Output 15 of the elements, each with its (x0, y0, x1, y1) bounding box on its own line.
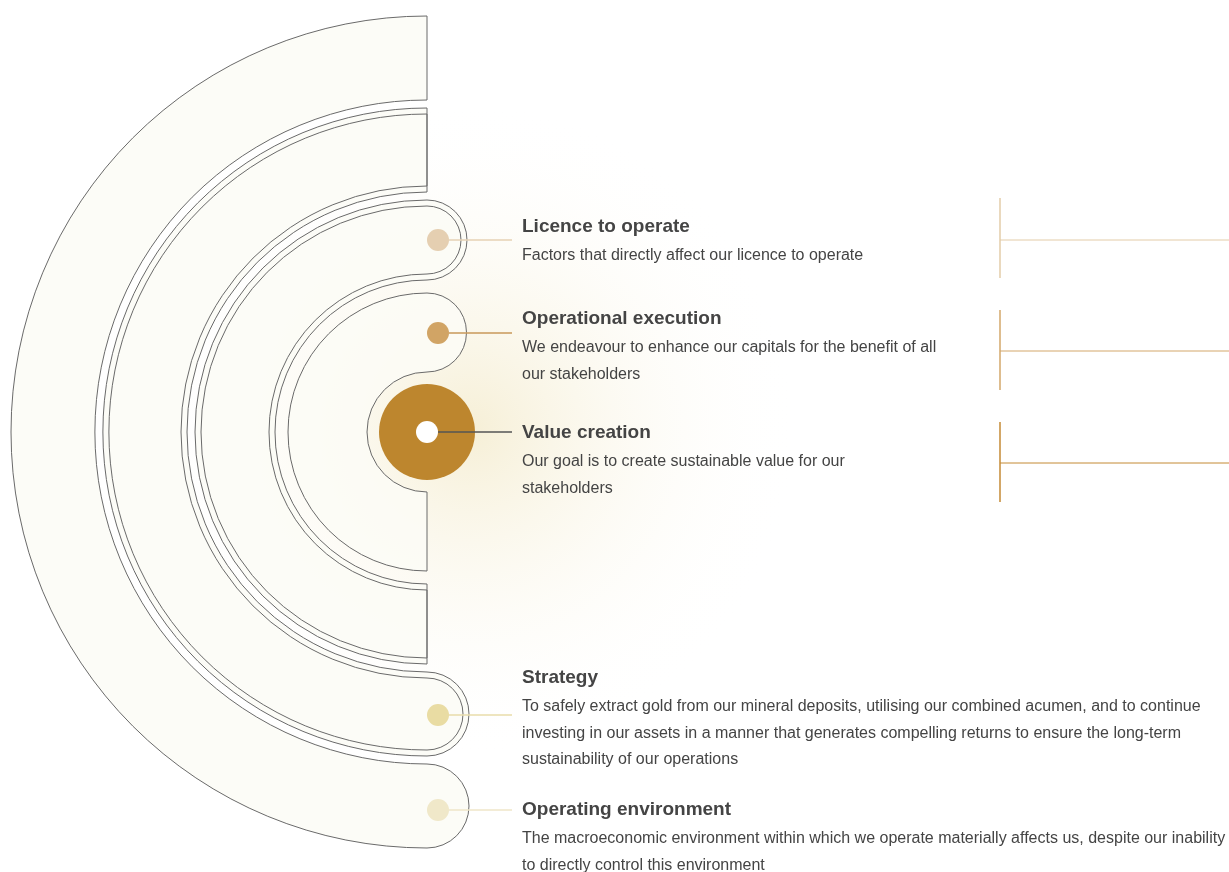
leader-line (448, 809, 513, 811)
section-heading: Operational execution (522, 306, 723, 330)
section-description: We endeavour to enhance our capitals for the benefit of all our stakeholders (522, 337, 938, 384)
leader-line (448, 714, 513, 716)
section-heading: Value creation (522, 420, 652, 444)
section-heading: Strategy (522, 665, 600, 689)
section-description: Factors that directly affect our licence to operate (522, 245, 865, 265)
leader-line (448, 332, 513, 334)
section-description: The macroeconomic environment within which we operate materially affects us, despite our inability to directly control this environment (522, 828, 1227, 872)
section-description: To safely extract gold from our mineral deposits, utilising our combined acumen, and to continue investing in our assets in a manner that generates compelling returns to ensure the long-term sustainability of our operations (522, 696, 1202, 769)
section-description: Our goal is to create sustainable value for our stakeholders (522, 451, 846, 498)
section-heading: Operating environment (522, 797, 733, 821)
section-heading: Licence to operate (522, 214, 691, 238)
leader-line (448, 239, 513, 241)
leader-line (437, 431, 513, 433)
